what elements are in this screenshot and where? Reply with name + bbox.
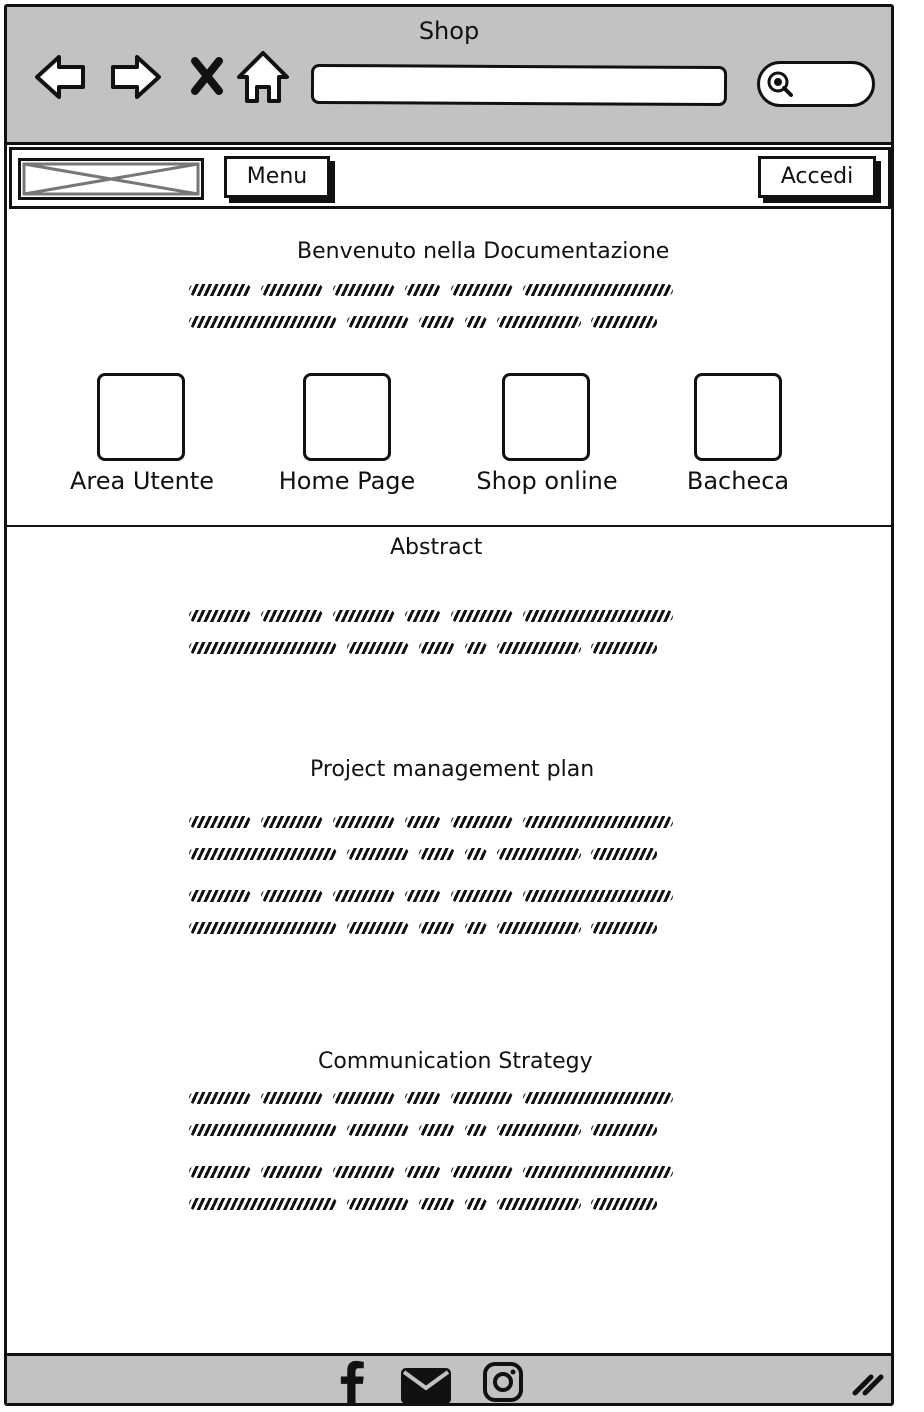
browser-window: Shop Menu Acc <box>4 4 894 1406</box>
browser-chrome: Shop <box>7 7 891 145</box>
logo-image-placeholder <box>18 158 204 200</box>
tile-bacheca[interactable] <box>694 373 782 461</box>
footer-bar <box>7 1353 891 1403</box>
instagram-icon[interactable] <box>483 1362 523 1402</box>
tile-label-bacheca[interactable]: Bacheca <box>686 467 790 495</box>
section-divider <box>7 525 891 527</box>
communication-strategy-text-placeholder <box>189 1085 699 1223</box>
address-bar[interactable] <box>310 63 728 107</box>
welcome-text-placeholder <box>189 277 699 341</box>
search-icon <box>767 71 793 97</box>
back-arrow-icon[interactable] <box>31 47 91 107</box>
search-box[interactable] <box>757 61 875 107</box>
email-icon[interactable] <box>401 1368 451 1403</box>
close-icon[interactable] <box>177 47 237 107</box>
top-navbar: Menu Accedi <box>9 147 891 209</box>
forward-arrow-icon[interactable] <box>105 47 165 107</box>
facebook-icon[interactable] <box>339 1360 367 1403</box>
menu-button[interactable]: Menu <box>224 156 330 198</box>
abstract-text-placeholder <box>189 603 699 667</box>
welcome-title: Benvenuto nella Documentazione <box>297 239 670 264</box>
tile-home-page[interactable] <box>303 373 391 461</box>
project-plan-title: Project management plan <box>310 757 595 782</box>
tile-shop-online[interactable] <box>502 373 590 461</box>
home-icon[interactable] <box>233 47 293 107</box>
window-title: Shop <box>418 17 480 45</box>
communication-strategy-title: Communication Strategy <box>318 1049 593 1074</box>
tile-label-area-utente[interactable]: Area Utente <box>70 467 214 495</box>
login-button[interactable]: Accedi <box>758 156 876 198</box>
resize-grip-icon[interactable] <box>851 1371 885 1397</box>
tile-label-home-page[interactable]: Home Page <box>278 467 416 495</box>
tile-label-shop-online[interactable]: Shop online <box>476 467 618 495</box>
tile-area-utente[interactable] <box>97 373 185 461</box>
project-plan-text-placeholder <box>189 809 699 947</box>
abstract-title: Abstract <box>390 535 483 560</box>
